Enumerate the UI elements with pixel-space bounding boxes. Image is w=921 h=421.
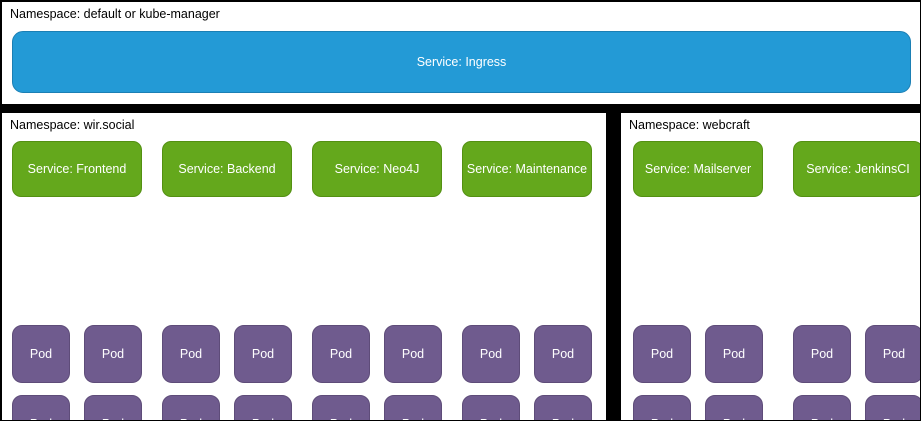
- pod-node[interactable]: Pod: [12, 395, 70, 420]
- pod-node[interactable]: Pod: [705, 395, 763, 420]
- service-node-jenkinsci[interactable]: Service: JenkinsCI: [793, 141, 920, 197]
- service-node-backend[interactable]: Service: Backend: [162, 141, 292, 197]
- service-node-ingress[interactable]: Service: Ingress: [12, 31, 911, 93]
- pod-node[interactable]: Pod: [312, 395, 370, 420]
- pod-node[interactable]: Pod: [12, 325, 70, 383]
- namespace-label-wir-social: Namespace: wir.social: [10, 118, 135, 132]
- pod-node[interactable]: Pod: [234, 325, 292, 383]
- pod-node[interactable]: Pod: [865, 325, 920, 383]
- pod-node[interactable]: Pod: [384, 325, 442, 383]
- pod-node[interactable]: Pod: [84, 395, 142, 420]
- namespace-panel-default-kube-manager: Namespace: default or kube-manager Servi…: [2, 2, 920, 104]
- service-node-mailserver[interactable]: Service: Mailserver: [633, 141, 763, 197]
- pod-node[interactable]: Pod: [462, 325, 520, 383]
- pod-node[interactable]: Pod: [633, 395, 691, 420]
- pod-node[interactable]: Pod: [162, 395, 220, 420]
- namespace-panel-wir-social: Namespace: wir.social Service: Frontend …: [2, 113, 606, 420]
- pod-node[interactable]: Pod: [462, 395, 520, 420]
- namespace-panel-webcraft: Namespace: webcraft Service: Mailserver …: [621, 113, 920, 420]
- pod-node[interactable]: Pod: [633, 325, 691, 383]
- pod-node[interactable]: Pod: [865, 395, 920, 420]
- pod-node[interactable]: Pod: [793, 395, 851, 420]
- service-node-maintenance[interactable]: Service: Maintenance: [462, 141, 592, 197]
- pod-node[interactable]: Pod: [534, 325, 592, 383]
- pod-node[interactable]: Pod: [534, 395, 592, 420]
- pod-node[interactable]: Pod: [84, 325, 142, 383]
- service-node-neo4j[interactable]: Service: Neo4J: [312, 141, 442, 197]
- namespace-label-webcraft: Namespace: webcraft: [629, 118, 750, 132]
- pod-node[interactable]: Pod: [162, 325, 220, 383]
- namespace-label-default-kube-manager: Namespace: default or kube-manager: [10, 7, 220, 21]
- pod-node[interactable]: Pod: [705, 325, 763, 383]
- service-node-frontend[interactable]: Service: Frontend: [12, 141, 142, 197]
- pod-node[interactable]: Pod: [793, 325, 851, 383]
- pod-node[interactable]: Pod: [312, 325, 370, 383]
- pod-node[interactable]: Pod: [234, 395, 292, 420]
- pod-node[interactable]: Pod: [384, 395, 442, 420]
